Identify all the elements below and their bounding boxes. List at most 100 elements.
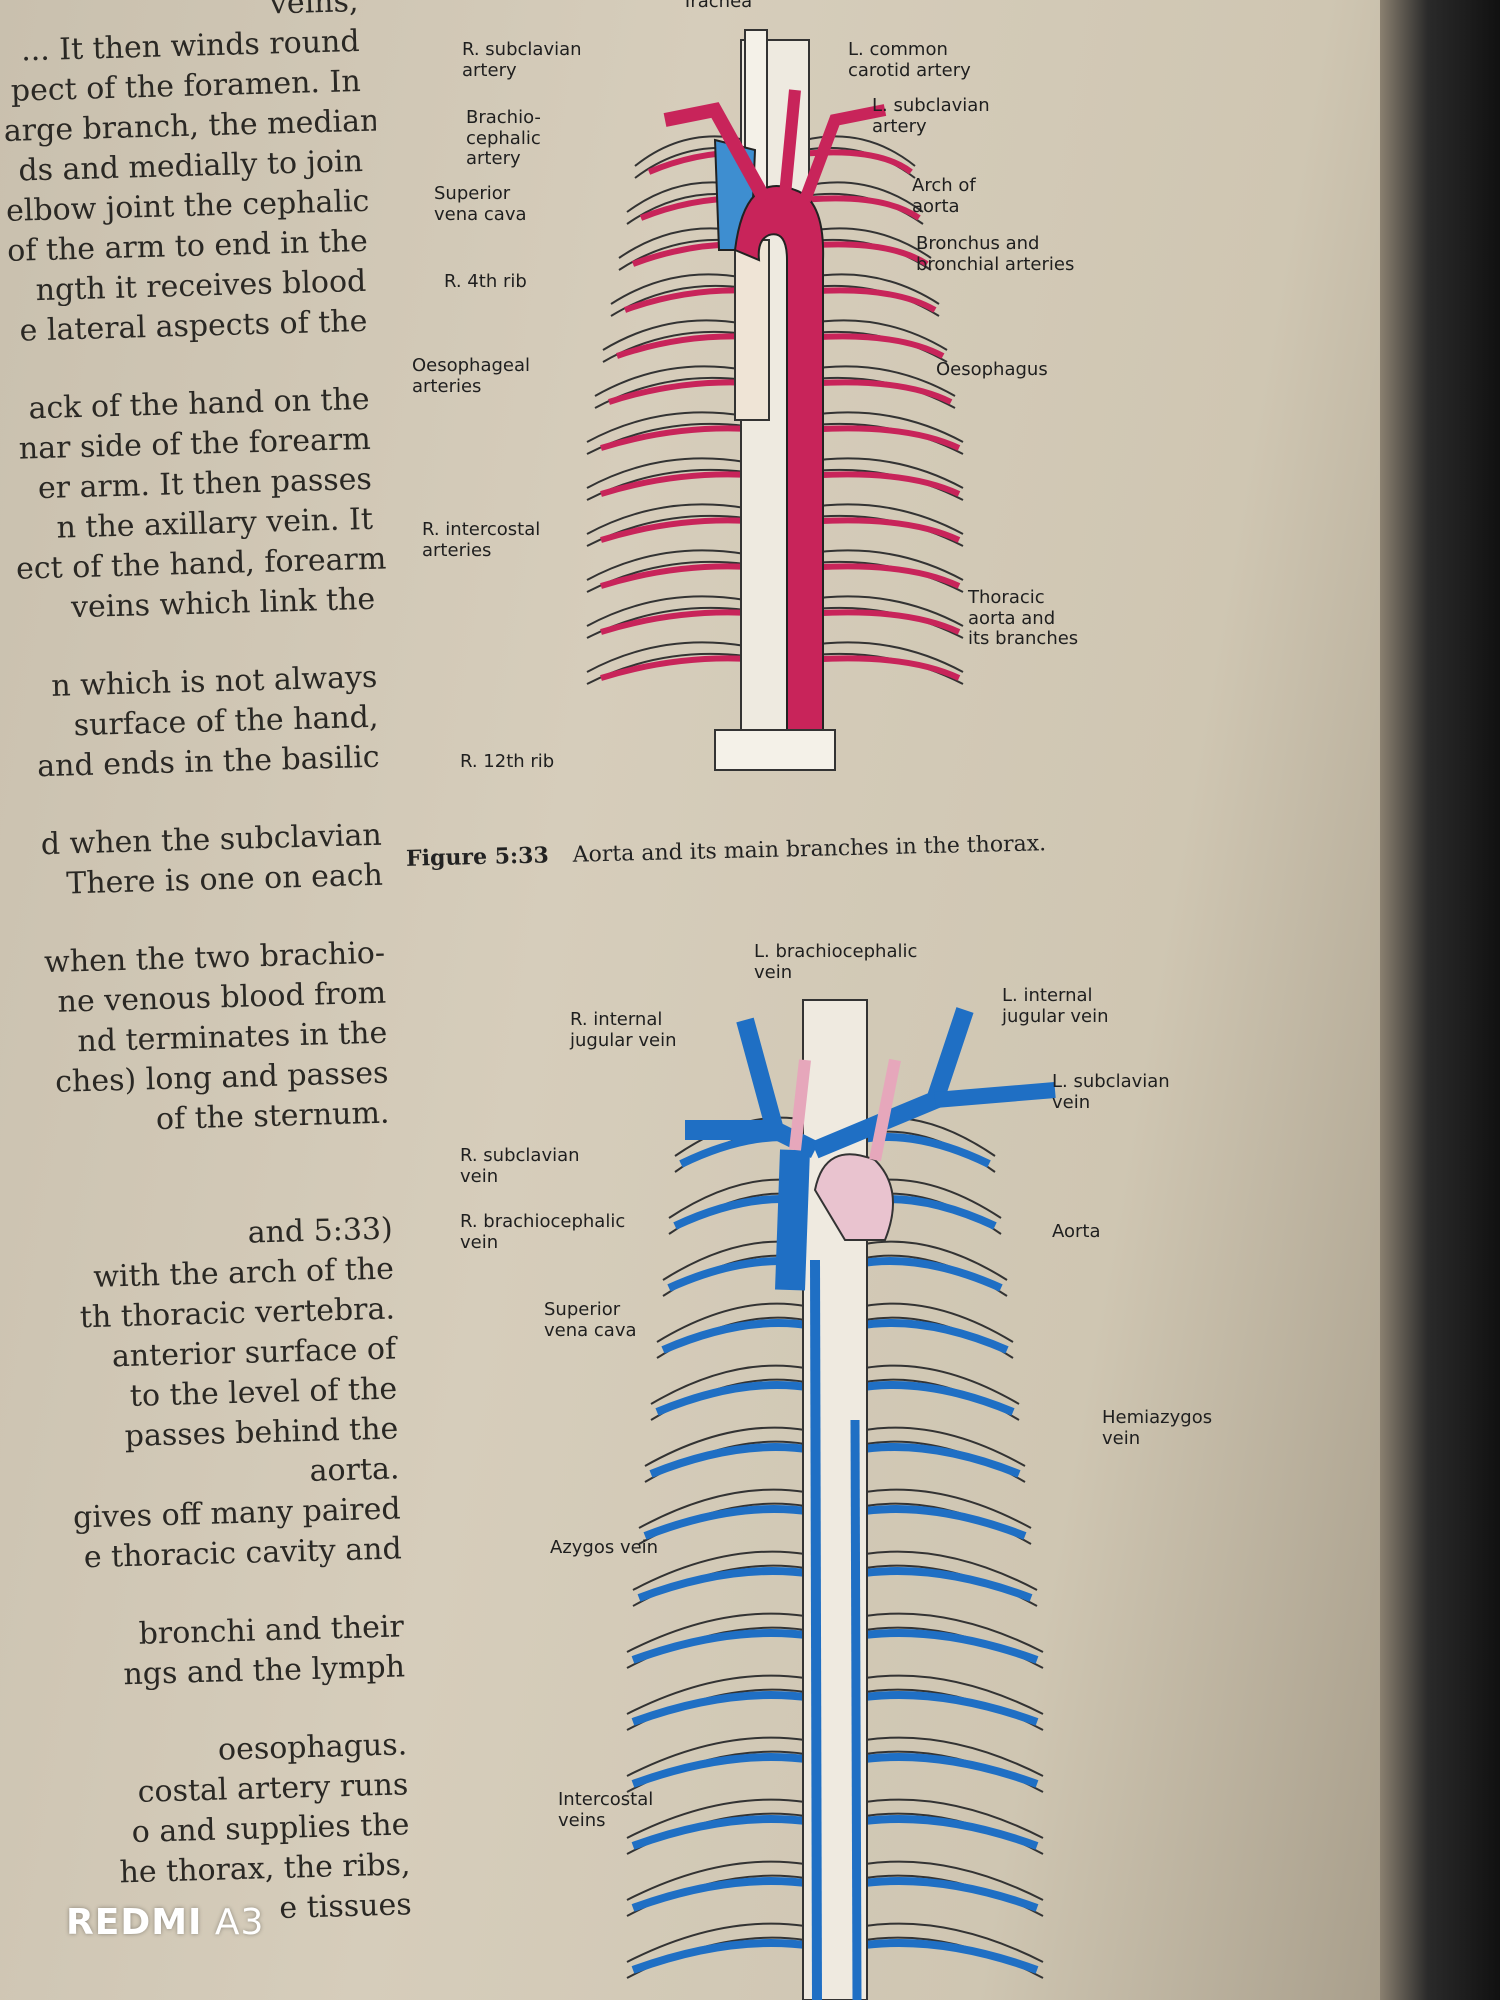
rib-left: [650, 1364, 806, 1405]
camera-watermark: REDMI A3: [66, 1902, 265, 1943]
intercostal-vein: [856, 1133, 991, 1168]
label-oesophageal-arteries: Oesophageal arteries: [412, 355, 531, 397]
rib-right: [804, 595, 964, 627]
label-l-common-carotid: L. common carotid artery: [848, 39, 971, 81]
rib-right: [864, 1488, 1032, 1529]
rib-left: [586, 457, 746, 489]
rib-left: [656, 1302, 806, 1343]
vertebra: [714, 729, 836, 771]
rib-left: [610, 273, 746, 305]
aorta-figure: [586, 29, 964, 771]
intercostal-vein: [856, 1629, 1039, 1664]
label-r-brachiocephalic-vein: R. brachiocephalic vein: [460, 1211, 626, 1253]
rib-right: [864, 1798, 1044, 1839]
label-oesophagus: Oesophagus: [936, 359, 1048, 380]
rib-right: [864, 1922, 1044, 1963]
rib-right: [804, 503, 964, 535]
label-r-internal-jugular: R. internal jugular vein: [570, 1009, 677, 1051]
intercostal-vein: [856, 1815, 1039, 1850]
rib-left: [626, 1736, 806, 1777]
intercostal-vein: [631, 1691, 814, 1726]
rib-left: [644, 1426, 806, 1467]
common-carotid: [869, 1058, 901, 1162]
left-subclavian-vein: [934, 1082, 1056, 1108]
intercostal-vein: [631, 1815, 814, 1850]
aorta: [813, 1153, 894, 1241]
rib-right: [864, 1674, 1044, 1715]
label-l-subclavian-vein: L. subclavian vein: [1052, 1071, 1170, 1113]
subclavian-artery: [799, 104, 887, 203]
rib-right: [804, 549, 964, 581]
common-carotid: [789, 1059, 811, 1151]
azygos-vein: [810, 1259, 822, 2000]
label-r-intercostal-arteries: R. intercostal arteries: [422, 519, 541, 561]
rib-right: [864, 1550, 1038, 1591]
intercostal-vein: [856, 1443, 1021, 1478]
intercostal-vein: [856, 1691, 1039, 1726]
intercostal-vein: [856, 1939, 1039, 1974]
rib-left: [586, 641, 746, 673]
rib-left: [586, 503, 746, 535]
superior-vena-cava: [775, 1149, 810, 1291]
label-r-subclavian-artery: R. subclavian artery: [462, 39, 582, 81]
rib-right: [864, 1240, 1008, 1281]
rib-right: [804, 641, 964, 673]
rib-left: [632, 1550, 806, 1591]
rib-left: [626, 1860, 806, 1901]
rib-right: [864, 1612, 1044, 1653]
intercostal-vein: [856, 1877, 1039, 1912]
label-azygos-vein: Azygos vein: [550, 1537, 659, 1558]
rib-left: [626, 1674, 806, 1715]
label-arch-of-aorta: Arch of aorta: [912, 175, 976, 217]
intercostal-vein: [856, 1381, 1015, 1416]
hemiazygos-vein: [850, 1419, 862, 2000]
veins-figure: [626, 999, 1056, 2000]
rib-left: [626, 1922, 806, 1963]
intercostal-vein: [856, 1505, 1027, 1540]
label-trachea: Trachea: [682, 0, 753, 12]
book-edge-shadow: [1380, 0, 1500, 2000]
intercostal-vein: [631, 1753, 814, 1788]
intercostal-vein: [856, 1257, 1003, 1292]
label-r-subclavian-vein: R. subclavian vein: [460, 1145, 580, 1187]
intercostal-vein: [856, 1753, 1039, 1788]
label-bronchus: Bronchus and bronchial arteries: [916, 233, 1075, 275]
intercostal-vein: [631, 1629, 814, 1664]
label-superior-vena-cava-1: Superior vena cava: [434, 183, 527, 225]
rib-left: [638, 1488, 806, 1529]
label-r-4th-rib: R. 4th rib: [444, 271, 527, 292]
brachiocephalic-artery: [663, 102, 772, 204]
common-carotid-artery: [779, 89, 801, 196]
label-l-internal-jugular: L. internal jugular vein: [1002, 985, 1109, 1027]
rib-right: [864, 1302, 1014, 1343]
rib-left: [586, 411, 746, 443]
intercostal-vein: [856, 1567, 1033, 1602]
label-hemiazygos-vein: Hemiazygos vein: [1102, 1407, 1213, 1449]
rib-right: [804, 181, 924, 213]
anatomy-illustration: [586, 29, 1056, 2000]
intercostal-vein: [649, 1443, 814, 1478]
rib-left: [586, 595, 746, 627]
label-intercostal-veins: Intercostal veins: [558, 1789, 654, 1831]
rib-right: [804, 135, 916, 167]
oesophagus: [734, 239, 770, 421]
intercostal-vein: [856, 1319, 1009, 1354]
intercostal-vein: [655, 1381, 814, 1416]
rib-right: [804, 457, 964, 489]
label-superior-vena-cava-2: Superior vena cava: [544, 1299, 637, 1341]
rib-right: [864, 1860, 1044, 1901]
label-aorta-2: Aorta: [1052, 1221, 1101, 1242]
label-l-brachiocephalic-vein: L. brachiocephalic vein: [754, 941, 918, 983]
label-brachiocephalic-artery: Brachio- cephalic artery: [466, 107, 541, 170]
rib-left: [626, 1798, 806, 1839]
intercostal-vein: [643, 1505, 814, 1540]
label-thoracic-aorta: Thoracic aorta and its branches: [968, 587, 1079, 650]
rib-left: [626, 1612, 806, 1653]
rib-left: [602, 319, 746, 351]
rib-right: [864, 1364, 1020, 1405]
intercostal-vein: [631, 1939, 814, 1974]
rib-left: [586, 549, 746, 581]
rib-right: [864, 1736, 1044, 1777]
